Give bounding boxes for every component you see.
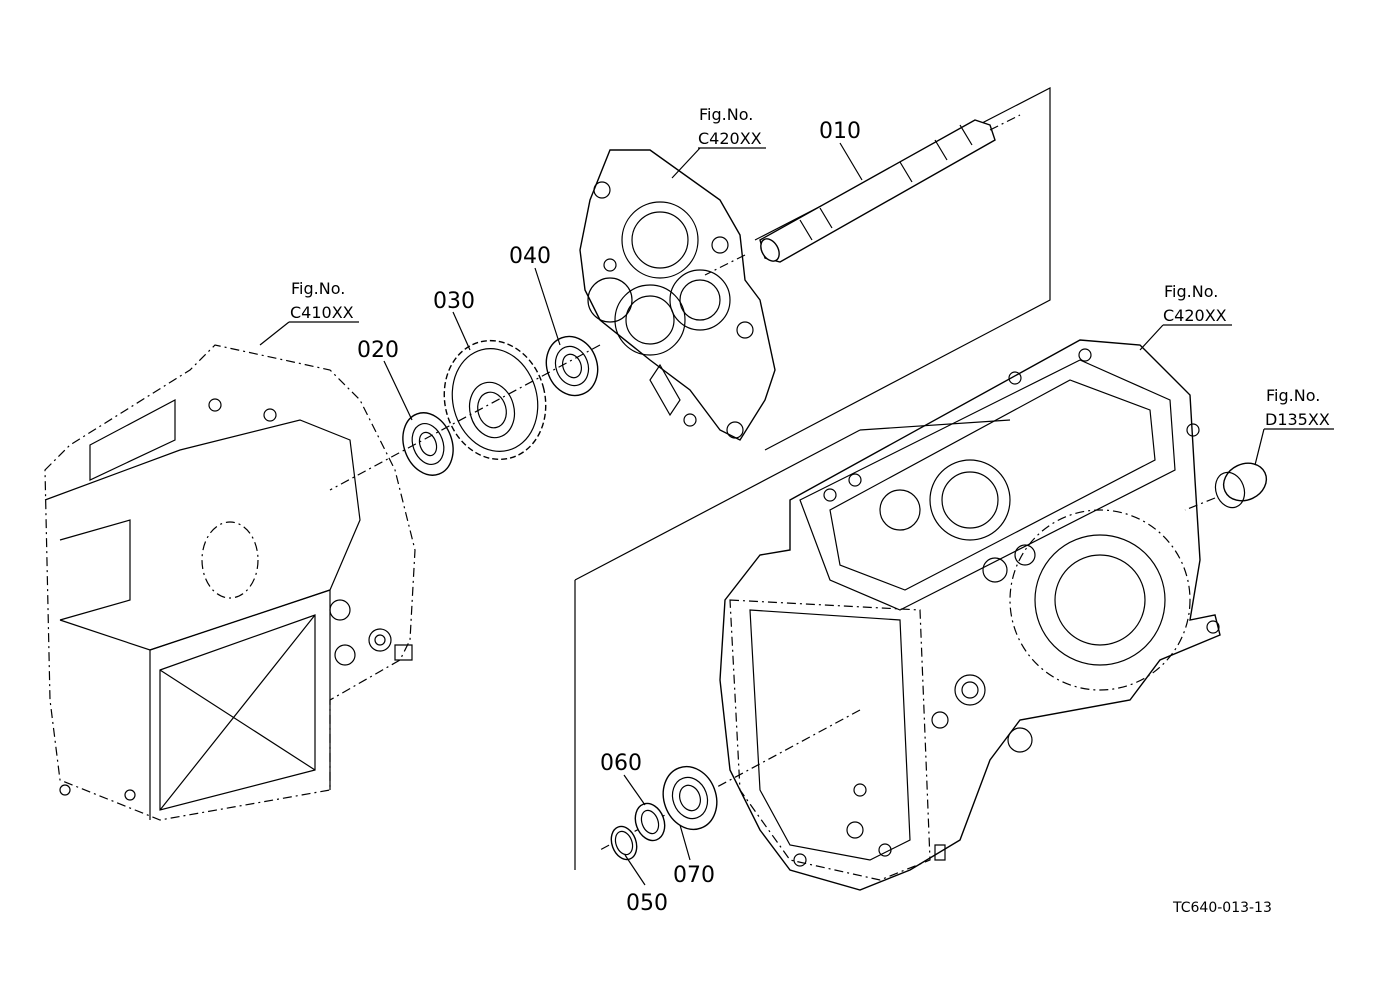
drawing-code: TC640-013-13 bbox=[1172, 900, 1272, 916]
fig-ref-far-right-code: D135XX bbox=[1265, 410, 1330, 429]
gear-030 bbox=[443, 339, 547, 461]
axis-line-lower bbox=[599, 709, 861, 851]
fig-ref-right-code: C420XX bbox=[1163, 306, 1227, 325]
part-label-020: 020 bbox=[357, 338, 399, 363]
fig-ref-left-code: C410XX bbox=[290, 303, 354, 322]
part-label-050: 050 bbox=[626, 891, 668, 916]
part-label-070: 070 bbox=[673, 863, 715, 888]
fig-ref-right-label: Fig.No. bbox=[1164, 282, 1218, 301]
axis-line-shaft-end bbox=[989, 114, 1021, 131]
collar-060 bbox=[634, 802, 666, 842]
fig-ref-top-code: C420XX bbox=[698, 129, 762, 148]
fig-ref-top-label: Fig.No. bbox=[699, 105, 753, 124]
part-label-040: 040 bbox=[509, 244, 551, 269]
left-transmission-case bbox=[44, 344, 416, 821]
axis-line-shaft bbox=[704, 254, 746, 276]
axis-line-left bbox=[329, 344, 601, 491]
bearing-020 bbox=[402, 412, 454, 476]
part-label-030: 030 bbox=[433, 289, 475, 314]
snap-ring-050 bbox=[610, 825, 638, 861]
axis-line-right bbox=[1184, 497, 1216, 511]
leader-lines bbox=[383, 142, 863, 886]
right-transmission-case bbox=[719, 339, 1221, 891]
shaft-010 bbox=[759, 119, 996, 263]
fig-ref-left-label: Fig.No. bbox=[291, 279, 345, 298]
part-label-060: 060 bbox=[600, 751, 642, 776]
middle-gear-plate bbox=[579, 149, 776, 441]
fig-ref-leaders bbox=[259, 147, 1334, 466]
part-label-010: 010 bbox=[819, 119, 861, 144]
bearing-070 bbox=[662, 765, 718, 831]
needle-bearing-d135 bbox=[1214, 462, 1268, 509]
bearing-040 bbox=[545, 335, 599, 397]
fig-ref-far-right-label: Fig.No. bbox=[1266, 386, 1320, 405]
